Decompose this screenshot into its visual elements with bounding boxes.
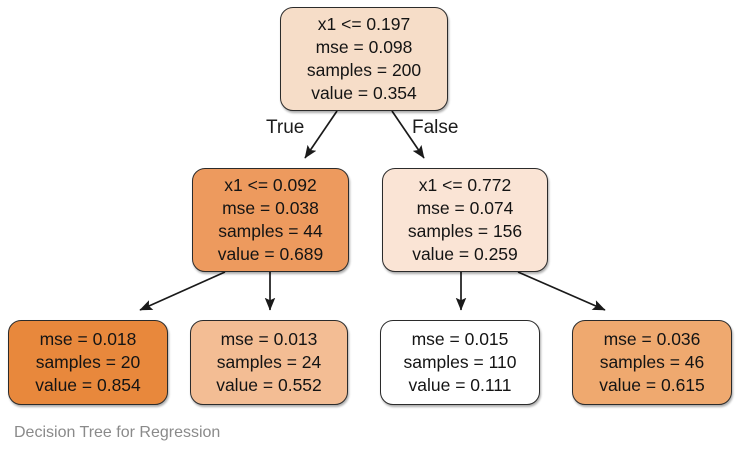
node-condition: x1 <= 0.092 [224,175,317,195]
node-value: value = 0.854 [35,375,141,395]
tree-node-root[interactable]: x1 <= 0.197 mse = 0.098 samples = 200 va… [280,7,448,111]
node-value: value = 0.689 [217,244,324,264]
node-condition: x1 <= 0.197 [317,14,411,34]
tree-node-n1[interactable]: x1 <= 0.092 mse = 0.038 samples = 44 val… [192,168,349,272]
edge-label-true: True [266,117,305,138]
tree-node-leaf2[interactable]: mse = 0.013 samples = 24 value = 0.552 [190,320,348,405]
node-value: value = 0.111 [408,375,512,395]
node-mse: mse = 0.098 [315,37,413,57]
node-samples: samples = 200 [306,60,422,80]
node-value: value = 0.552 [216,375,322,395]
node-value: value = 0.615 [599,375,705,395]
node-mse: mse = 0.038 [222,198,319,218]
node-mse: mse = 0.074 [416,198,514,218]
node-mse: mse = 0.015 [411,329,509,349]
diagram-caption: Decision Tree for Regression [14,424,221,441]
node-samples: samples = 46 [599,352,705,372]
node-samples: samples = 24 [216,352,322,372]
tree-node-n2[interactable]: x1 <= 0.772 mse = 0.074 samples = 156 va… [382,168,548,272]
node-mse: mse = 0.036 [603,329,701,349]
node-value: value = 0.354 [311,83,417,103]
node-value: value = 0.259 [412,244,518,264]
tree-node-leaf1[interactable]: mse = 0.018 samples = 20 value = 0.854 [8,320,168,405]
node-samples: samples = 44 [218,221,323,241]
edge-root-to-n1 [304,110,338,159]
tree-node-leaf4[interactable]: mse = 0.036 samples = 46 value = 0.615 [572,320,732,405]
edge-n1-to-leaf1 [139,271,226,311]
edge-root-to-n2 [391,110,425,159]
node-samples: samples = 20 [35,352,141,372]
edge-n2-to-leaf4 [517,271,606,311]
edge-label-false: False [412,117,459,138]
node-mse: mse = 0.013 [220,329,318,349]
node-samples: samples = 156 [407,221,523,241]
node-condition: x1 <= 0.772 [418,175,512,195]
tree-node-leaf3[interactable]: mse = 0.015 samples = 110 value = 0.111 [380,320,540,405]
node-samples: samples = 110 [403,352,517,372]
node-mse: mse = 0.018 [39,329,137,349]
